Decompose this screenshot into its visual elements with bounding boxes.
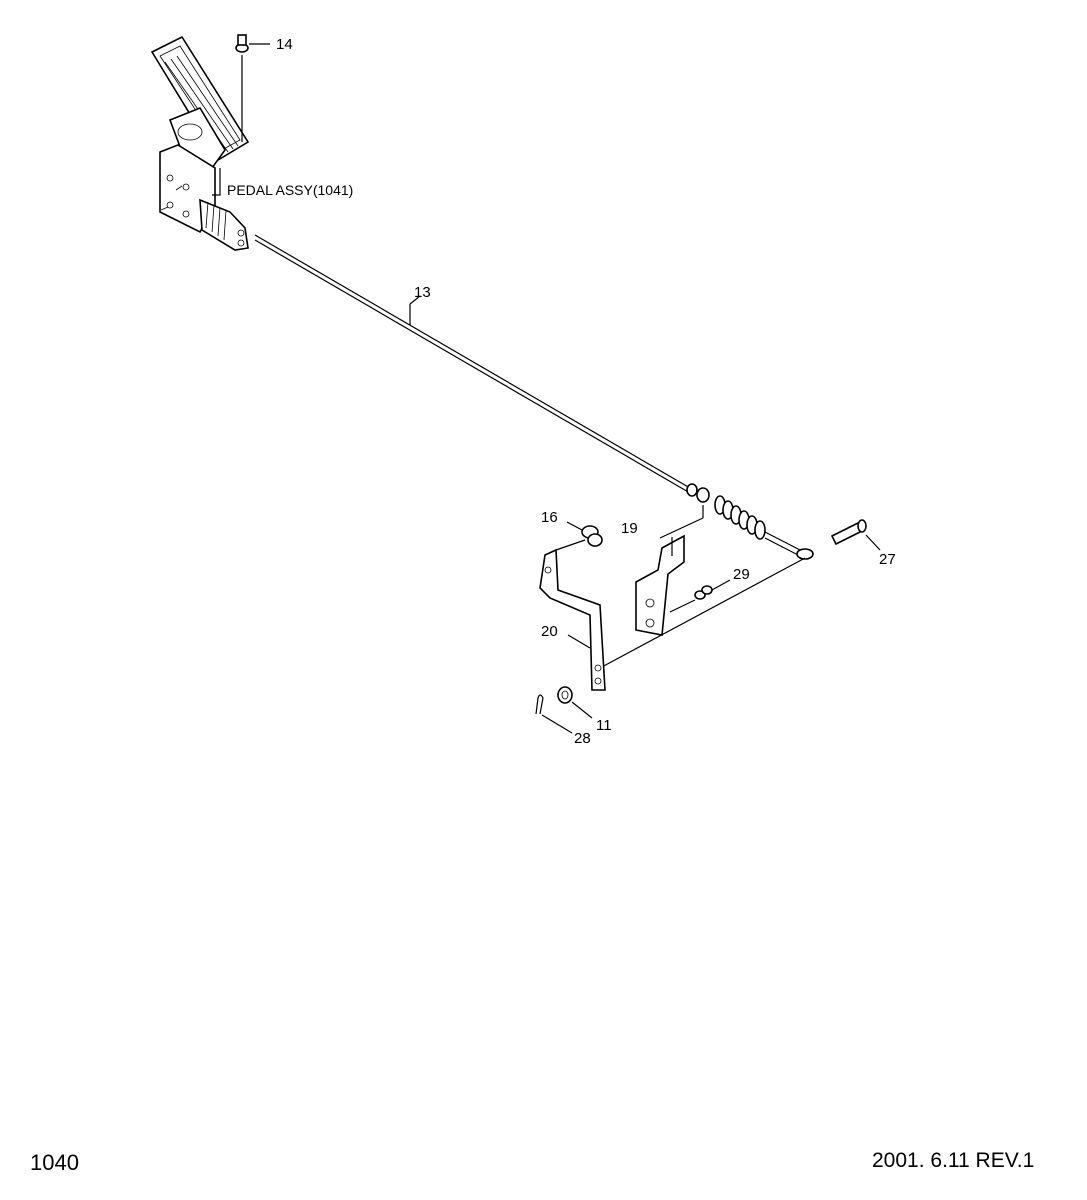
- bracket-19: [635, 505, 704, 636]
- pedal-assy-leader: [212, 168, 221, 196]
- page-number: 1040: [30, 1150, 79, 1175]
- callout-19: 19: [621, 520, 638, 537]
- bolt-14: [235, 34, 270, 142]
- callout-14: 14: [276, 36, 293, 53]
- callout-29: 29: [733, 566, 750, 583]
- cotter-pin-28: [535, 694, 573, 734]
- bolt-16: [566, 521, 603, 547]
- callout-27: 27: [879, 551, 896, 568]
- callout-11: 11: [596, 717, 612, 734]
- clip-29: [669, 579, 731, 613]
- callout-13: 13: [414, 284, 431, 301]
- pin-27: [830, 519, 881, 551]
- cable-spring: [714, 495, 766, 540]
- callout-20: 20: [541, 623, 558, 640]
- throttle-cable-13: [254, 234, 814, 669]
- pedal-assy-label: PEDAL ASSY(1041): [227, 182, 354, 198]
- lever-arm-20: [539, 539, 606, 691]
- callout-28: 28: [574, 730, 591, 747]
- callout-16: 16: [541, 509, 558, 526]
- revision-date: 2001. 6.11 REV.1: [872, 1149, 1035, 1172]
- pedal-assembly: [150, 35, 250, 251]
- washer-11: [557, 686, 593, 719]
